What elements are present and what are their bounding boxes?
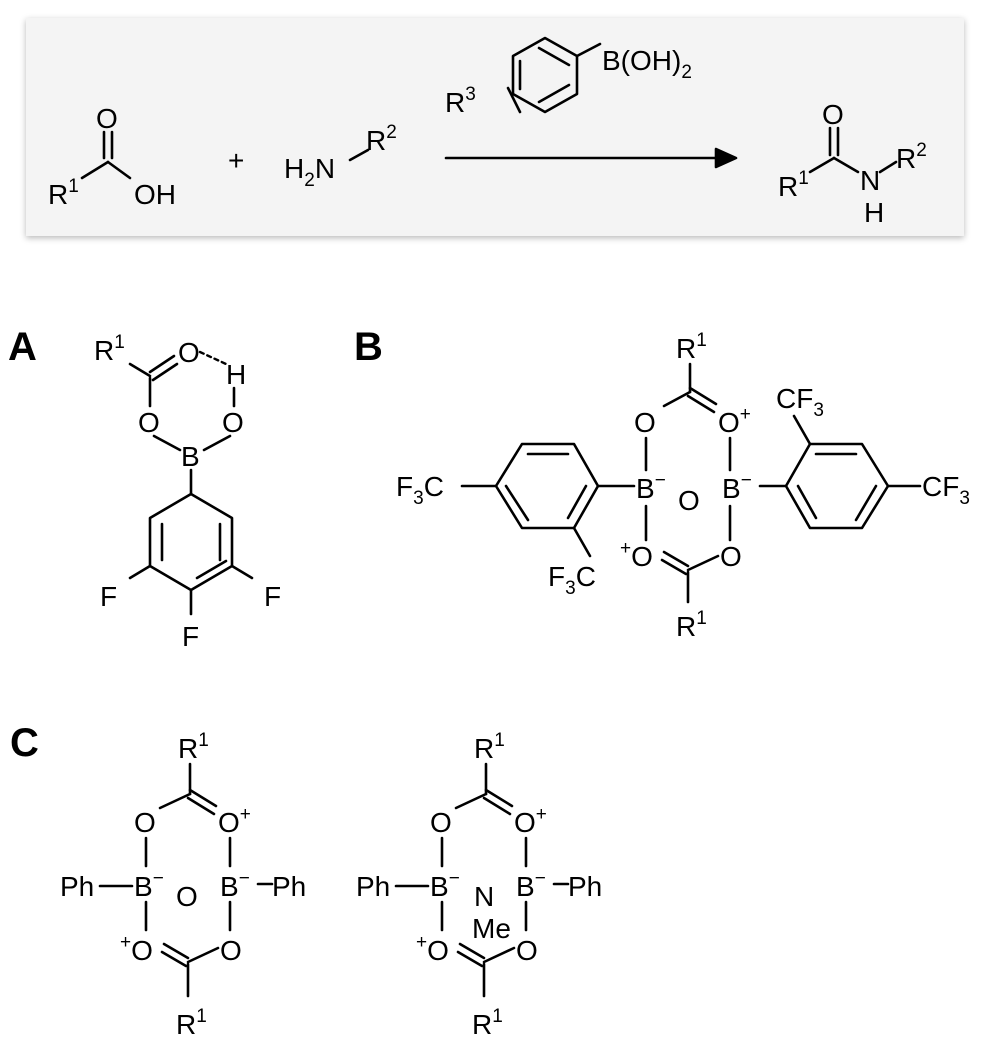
b-r1-top: R1 — [676, 330, 707, 364]
cr-b-left: B− — [430, 868, 460, 902]
cr-r1-top: R1 — [474, 730, 505, 764]
acid-oh: OH — [134, 179, 176, 210]
b-cf3-right: CF3 — [922, 471, 970, 509]
acid-r1: R1 — [48, 176, 79, 210]
b-r1-bottom: R1 — [676, 608, 707, 642]
panel-a-label: A — [8, 325, 37, 369]
cr-ph-right: Ph — [568, 871, 602, 902]
b-o-bl: +O — [620, 538, 653, 572]
b-cf3-left: F3C — [396, 471, 444, 509]
panel-c-label: C — [10, 721, 39, 765]
product-n: N — [860, 165, 880, 196]
product-r1: R1 — [778, 168, 809, 202]
cr-r1-bottom: R1 — [472, 1006, 503, 1040]
a-o-left: O — [138, 407, 160, 438]
cr-o-bl: +O — [416, 932, 449, 966]
cr-b-right: B− — [516, 868, 546, 902]
cl-o-mid: O — [176, 881, 198, 912]
product-h: H — [864, 197, 884, 228]
b-o-tl: O — [634, 407, 656, 438]
b-o-tr: O+ — [718, 404, 751, 438]
cl-b-right: B− — [220, 868, 250, 902]
cl-ph-right: Ph — [272, 871, 306, 902]
a-f-left: F — [100, 581, 117, 612]
panel-b-label: B — [354, 325, 383, 369]
amide-product: O R1 N H R2 — [778, 99, 927, 228]
acid-carbonyl-o: O — [96, 103, 118, 134]
b-cf3-left-ortho: F3C — [548, 561, 596, 599]
a-carbonyl-o: O — [178, 337, 200, 368]
cl-o-tr: O+ — [218, 804, 251, 838]
arylboronic-acid-catalyst: B(OH)2 R3 — [445, 36, 692, 118]
cl-r1-bottom: R1 — [176, 1006, 207, 1040]
cl-o-bl: +O — [120, 932, 153, 966]
a-o-right: O — [222, 407, 244, 438]
cr-o-tl: O — [430, 807, 452, 838]
a-r1: R1 — [94, 332, 125, 366]
amine-r2: R2 — [366, 122, 397, 156]
a-b: B — [181, 441, 200, 472]
product-r2: R2 — [896, 140, 927, 174]
cl-b-left: B− — [134, 868, 164, 902]
catalyst-r3: R3 — [445, 84, 476, 118]
plus-sign: + — [228, 145, 244, 176]
cl-o-br: O — [220, 935, 242, 966]
reaction-scheme-box — [26, 18, 964, 236]
amine-reactant: H2N R2 — [284, 122, 397, 191]
catalyst-boh2: B(OH)2 — [602, 45, 692, 83]
a-h: H — [226, 359, 246, 390]
cl-r1-top: R1 — [178, 730, 209, 764]
b-cf3-right-ortho: CF3 — [776, 383, 824, 421]
cr-o-br: O — [516, 935, 538, 966]
cr-n-mid: N — [474, 881, 494, 912]
b-o-br: O — [720, 541, 742, 572]
cr-ph-left: Ph — [356, 871, 390, 902]
cl-o-tl: O — [134, 807, 156, 838]
a-f-right: F — [264, 581, 281, 612]
panel-c-right-structure: R1 O O+ Ph B− N Me B− Ph +O O R1 — [356, 730, 602, 1040]
carboxylic-acid-reactant: O R1 OH — [48, 103, 176, 210]
cr-me: Me — [472, 913, 511, 944]
amine-h2n: H2N — [284, 153, 335, 191]
b-b-left: B− — [636, 470, 666, 504]
a-f-bottom: F — [182, 621, 199, 652]
cl-ph-left: Ph — [60, 871, 94, 902]
panel-c-left-structure: R1 O O+ Ph B− O B− Ph +O O R1 — [60, 730, 306, 1040]
reaction-arrow — [444, 147, 738, 169]
product-o: O — [822, 99, 844, 130]
b-o-mid: O — [678, 485, 700, 516]
b-b-right: B− — [722, 470, 752, 504]
cr-o-tr: O+ — [514, 804, 547, 838]
panel-a-structure: R1 O H O O B F F F — [94, 332, 281, 652]
panel-b-structure: R1 O O+ B− O B− +O O R1 F3C F3C — [396, 330, 970, 642]
